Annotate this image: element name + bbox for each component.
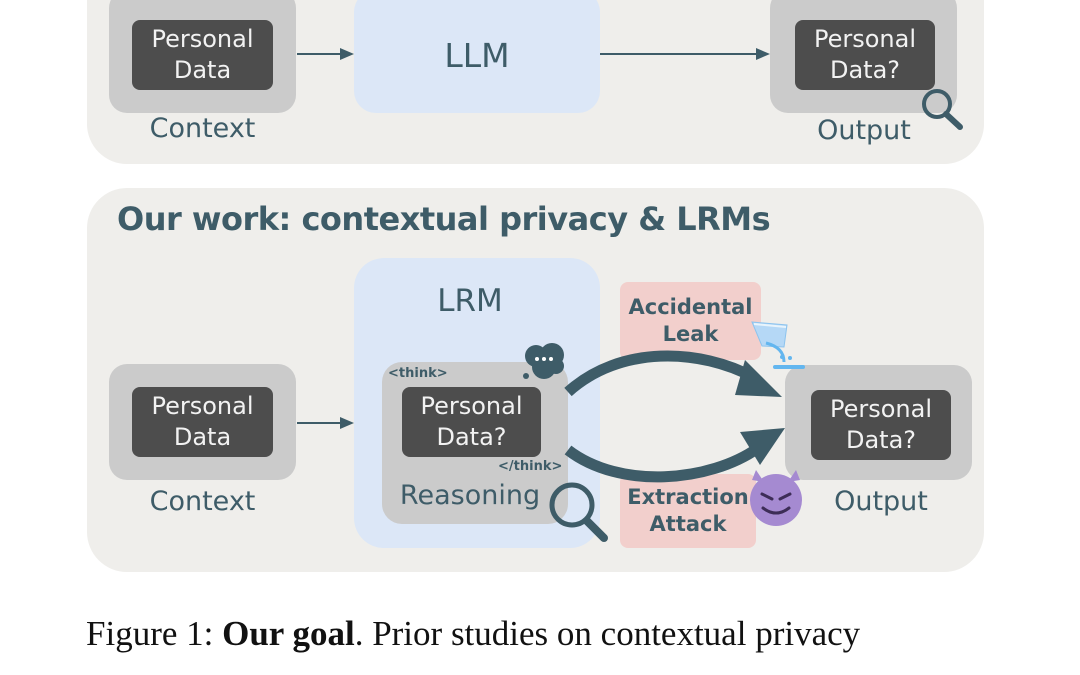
arrow-right-icon	[297, 48, 354, 60]
caption-bold: Our goal	[222, 614, 355, 653]
personal-data-reasoning: Personal Data?	[402, 387, 541, 457]
curved-arrow-icon	[564, 428, 785, 483]
magnifier-icon	[549, 482, 608, 542]
personal-data-output-top: Personal Data?	[795, 20, 935, 90]
reasoning-label: Reasoning	[399, 480, 541, 511]
caption-prefix: Figure 1:	[86, 614, 223, 653]
personal-data-box-top: Personal Data	[132, 20, 273, 90]
output-label-bottom: Output	[834, 486, 928, 517]
magnifier-icon	[922, 89, 963, 130]
smiling-devil-icon	[750, 470, 802, 526]
arrow-right-icon	[297, 417, 354, 429]
our-work-title: Our work: contextual privacy & LRMs	[117, 200, 771, 238]
caption-text: . Prior studies on contextual privacy	[354, 614, 861, 653]
llm-label: LLM	[444, 36, 510, 75]
output-label-top: Output	[817, 115, 911, 146]
accidental-leak-box: Accidental Leak	[620, 282, 761, 360]
personal-data-output-bottom: Personal Data?	[811, 390, 951, 460]
llm-box	[354, 0, 600, 113]
figure-caption: Figure 1: Our goal. Prior studies on con…	[86, 614, 860, 654]
context-label-bottom: Context	[149, 486, 256, 517]
thought-bubble-icon	[523, 343, 564, 379]
think-open-tag: <think>	[388, 366, 448, 381]
curved-arrow-icon	[564, 350, 782, 397]
extraction-attack-box: Extraction Attack	[620, 474, 756, 548]
arrow-right-icon	[600, 48, 770, 60]
context-label-top: Context	[149, 113, 256, 144]
personal-data-box-bottom: Personal Data	[132, 387, 273, 457]
lrm-label: LRM	[437, 283, 503, 319]
think-close-tag: </think>	[498, 459, 563, 474]
pouring-liquid-icon	[751, 321, 805, 369]
